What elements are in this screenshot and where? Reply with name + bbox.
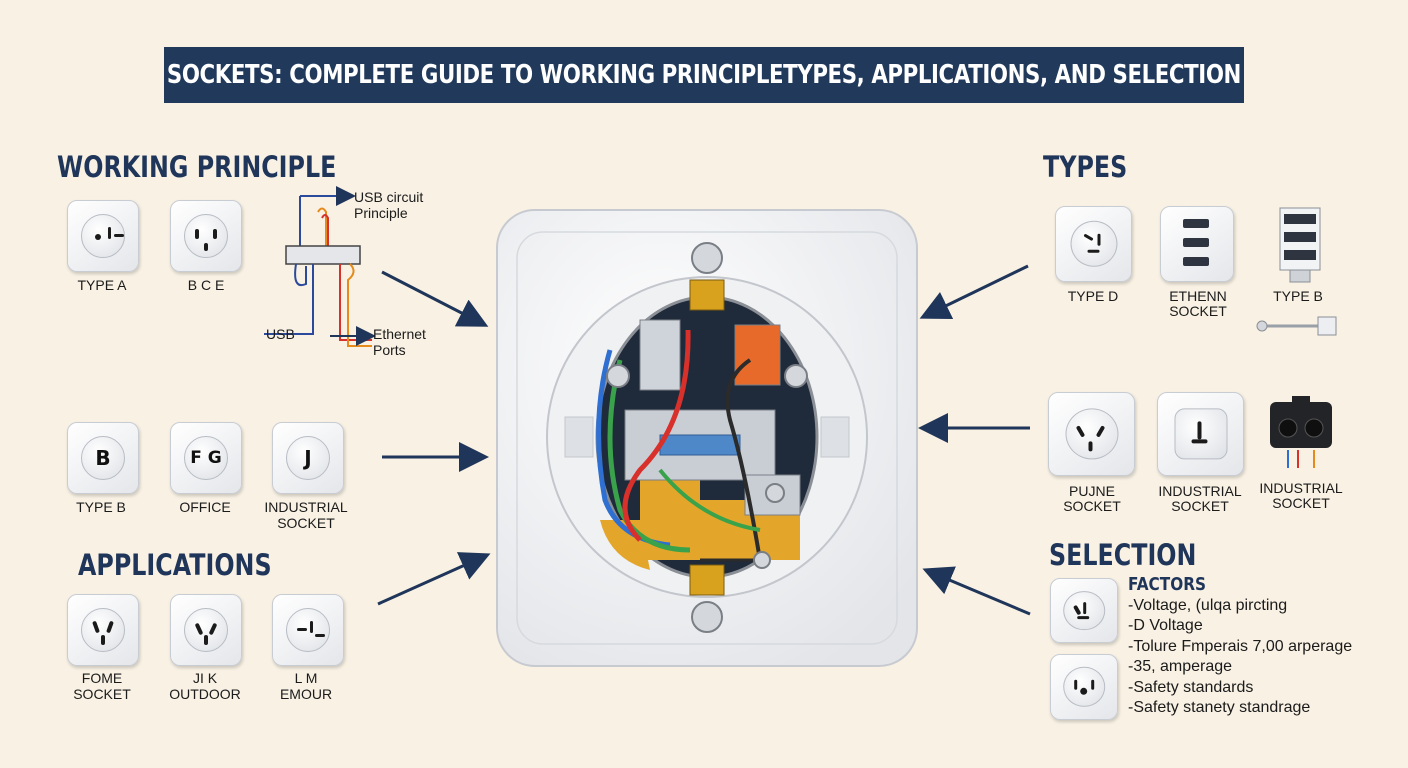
selection-factors: FACTORS -Voltage, (ulqa pircting -D Volt… (1128, 574, 1353, 719)
label-outdoor: OUTDOOR (169, 686, 241, 702)
label-industrial-types-2: INDUSTRIAL (1259, 480, 1343, 496)
socket-face (81, 436, 125, 480)
factor-item: -35, amperage (1128, 658, 1233, 675)
socket-glyph: B (95, 446, 111, 470)
factor-item: -D Voltage (1128, 617, 1203, 634)
factor-item: -Safety stanety standrage (1128, 699, 1311, 716)
label-ethenn: ETHENN (1169, 288, 1227, 304)
label-pujne: PUJNE (1069, 483, 1115, 499)
ethernet-cable-icon (1256, 316, 1337, 336)
factor-item: -Voltage, (ulqa pircting (1128, 596, 1288, 614)
socket-tile-selection-1 (1050, 578, 1118, 643)
circuit-label-ethernet: Ethernet (373, 326, 426, 342)
label-industrial-types-1: INDUSTRIAL (1158, 483, 1242, 499)
label-pujne-socket: SOCKET (1063, 498, 1121, 514)
label-ethenn-socket: SOCKET (1169, 303, 1227, 319)
circuit-label-usb-circuit: USB circuit (354, 189, 424, 205)
socket-face (81, 214, 125, 258)
label-office: OFFICE (179, 499, 231, 515)
socket-face (1063, 590, 1105, 631)
socket-tile-type-b: B (67, 422, 139, 494)
socket-tile-office: F G (170, 422, 242, 494)
industrial-socket-black (1270, 396, 1332, 468)
socket-face (184, 608, 228, 652)
circuit-diagram (264, 186, 376, 347)
label-fome-socket: SOCKET (73, 686, 131, 702)
label-type-a: TYPE A (77, 277, 127, 293)
socket-tile-fome (67, 594, 139, 666)
label-fome: FOME (81, 670, 123, 686)
label-types-type-b: TYPE B (1273, 288, 1323, 304)
title-banner: SOCKETS: COMPLETE GUIDE TO WORKING PRINC… (164, 47, 1244, 103)
socket-glyph: J (304, 446, 312, 470)
selection-heading: SELECTION (1049, 538, 1197, 572)
label-type-b: TYPE B (76, 499, 126, 515)
circuit-label-usb: USB (266, 326, 295, 342)
socket-face (1070, 220, 1117, 268)
circuit-label-ports: Ports (373, 342, 406, 358)
usb-hub-icon (1279, 207, 1321, 283)
socket-face (286, 608, 330, 652)
factor-item: -Safety standards (1128, 678, 1254, 696)
arrows (377, 264, 1031, 616)
arrow-bottom-left (377, 552, 491, 606)
page-title: SOCKETS: COMPLETE GUIDE TO WORKING PRINC… (166, 60, 1242, 90)
socket-tile-ethernet (1160, 206, 1234, 282)
socket-tile-emour (272, 594, 344, 666)
arrow-top-right (919, 264, 1029, 320)
label-industrial-socket: INDUSTRIAL SOCKET (264, 499, 348, 531)
socket-face (81, 608, 125, 652)
socket-tile-selection-2 (1050, 654, 1118, 720)
socket-face (286, 436, 330, 480)
socket-face (1063, 666, 1105, 708)
arrow-bottom-right (922, 566, 1031, 616)
socket-tile-type-d (1055, 206, 1132, 282)
socket-tile-industrial: J (272, 422, 344, 494)
factor-item: -Tolure Fmperais 7,00 arperage (1128, 637, 1353, 655)
socket-face (184, 436, 228, 480)
socket-face (184, 214, 228, 258)
socket-face (1065, 408, 1118, 460)
socket-face (1174, 408, 1227, 460)
label-industrial-types-1-socket: SOCKET (1171, 498, 1229, 514)
socket-tile-outdoor (170, 594, 242, 666)
label-bce: B C E (187, 277, 225, 293)
label-emour: EMOUR (279, 686, 333, 702)
factors-title: FACTORS (1128, 574, 1207, 595)
label-jik: JI K (192, 670, 218, 686)
socket-tile-industrial-types (1157, 392, 1244, 476)
socket-tile-bce (170, 200, 242, 272)
types-heading: TYPES (1043, 150, 1128, 184)
socket-glyph: F G (190, 448, 222, 468)
label-lm: L M (294, 670, 318, 686)
label-industrial-types-2-socket: SOCKET (1272, 495, 1330, 511)
socket-tile-type-a (67, 200, 139, 272)
working-principle-heading: WORKING PRINCIPLE (57, 150, 337, 184)
socket-tile-pujne (1048, 392, 1135, 476)
label-type-d: TYPE D (1067, 288, 1119, 304)
applications-heading: APPLICATIONS (78, 548, 272, 582)
main-socket (496, 209, 918, 667)
arrow-top-left (381, 270, 489, 327)
circuit-label-principle: Principle (354, 205, 408, 221)
